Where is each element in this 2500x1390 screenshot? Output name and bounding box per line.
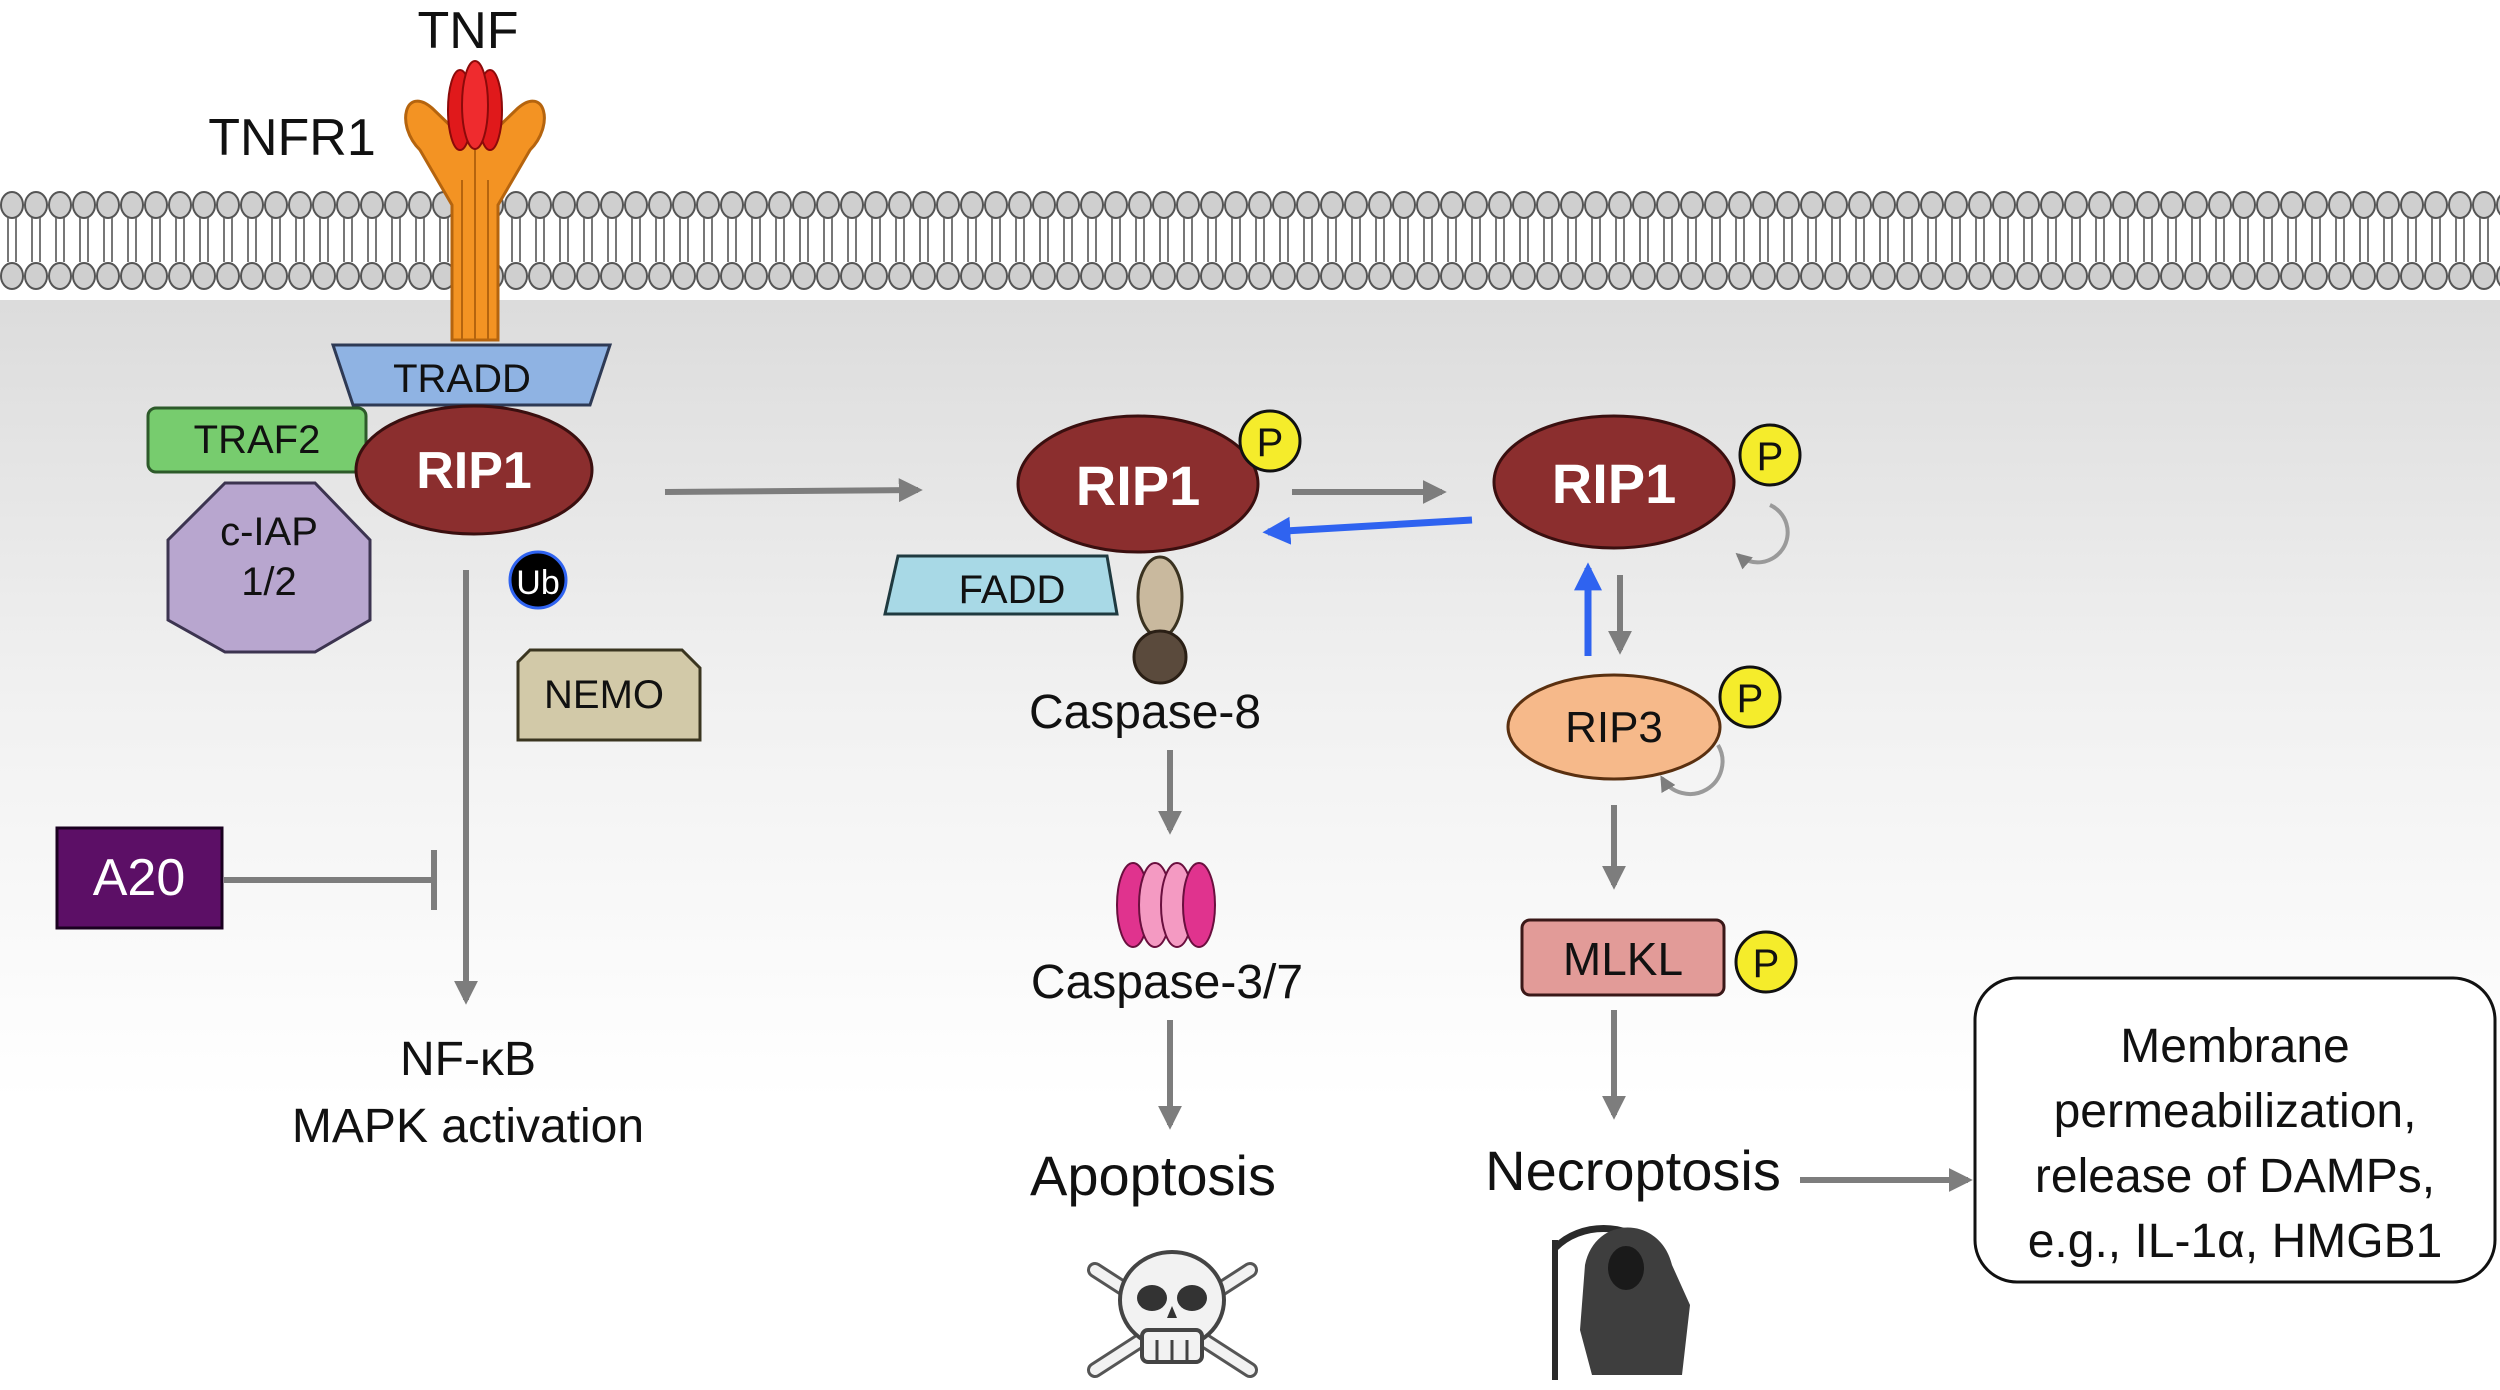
caspase37-label: Caspase-3/7 bbox=[1031, 956, 1303, 1009]
mapk-label: MAPK activation bbox=[292, 1100, 644, 1153]
svg-text:Membrane: Membrane bbox=[2120, 1020, 2349, 1073]
damps-result-box: Membrane permeabilization, release of DA… bbox=[1973, 976, 2497, 1284]
svg-text:MLKL: MLKL bbox=[1563, 933, 1683, 985]
rip1-complex1-node: RIP1 bbox=[354, 404, 594, 536]
svg-text:permeabilization,: permeabilization, bbox=[2054, 1085, 2417, 1138]
complex-transition-arrow bbox=[664, 478, 923, 503]
svg-text:TRAF2: TRAF2 bbox=[194, 418, 321, 462]
svg-text:RIP1: RIP1 bbox=[1552, 452, 1677, 515]
mlkl-phospho-badge: P bbox=[1734, 930, 1798, 994]
svg-text:A20: A20 bbox=[93, 849, 186, 907]
tradd-node: TRADD bbox=[330, 343, 613, 407]
rip3-autophosphorylation-arrow bbox=[1660, 743, 1725, 796]
a20-node: A20 bbox=[55, 826, 224, 930]
svg-text:e.g., IL-1α, HMGB1: e.g., IL-1α, HMGB1 bbox=[2028, 1215, 2443, 1268]
rip1-autophosphorylation-arrow bbox=[1735, 503, 1790, 570]
svg-text:P: P bbox=[1737, 677, 1764, 721]
svg-text:release of DAMPs,: release of DAMPs, bbox=[2035, 1150, 2435, 1203]
svg-text:RIP1: RIP1 bbox=[416, 442, 532, 500]
nemo-node: NEMO bbox=[516, 648, 702, 742]
mlkl-node: MLKL bbox=[1520, 918, 1726, 997]
rip1-feedback-arrow bbox=[1262, 516, 1473, 545]
tnf-label: TNF bbox=[417, 2, 518, 60]
svg-text:P: P bbox=[1757, 435, 1784, 479]
tnfr1-label: TNFR1 bbox=[208, 109, 376, 167]
a20-inhibition bbox=[224, 850, 437, 910]
svg-text:RIP3: RIP3 bbox=[1565, 703, 1663, 752]
nfkb-label: NF-κB bbox=[400, 1033, 536, 1086]
rip1-necrosome-node: RIP1 bbox=[1492, 414, 1736, 550]
apoptosis-label: Apoptosis bbox=[1030, 1144, 1276, 1207]
svg-text:NEMO: NEMO bbox=[544, 673, 664, 717]
rip1-phospho-badge: P bbox=[1738, 423, 1802, 487]
traf2-node: TRAF2 bbox=[146, 406, 368, 474]
caspase8-domains bbox=[1132, 555, 1188, 685]
skull-crossbones-icon bbox=[1087, 1250, 1258, 1378]
ciap-node: c-IAP 1/2 bbox=[166, 481, 372, 654]
rip3-node: RIP3 bbox=[1506, 673, 1722, 781]
tnf-ligand bbox=[447, 60, 503, 151]
svg-text:c-IAP: c-IAP bbox=[220, 510, 318, 554]
rip3-phospho-badge: P bbox=[1718, 665, 1782, 729]
grim-reaper-icon bbox=[1552, 1225, 1690, 1380]
svg-text:TRADD: TRADD bbox=[393, 357, 531, 401]
rip1-complex2-node: RIP1 bbox=[1016, 414, 1260, 554]
svg-text:Ub: Ub bbox=[516, 564, 559, 602]
necroptosis-label: Necroptosis bbox=[1485, 1139, 1781, 1202]
svg-text:P: P bbox=[1753, 942, 1780, 986]
caspase8-label: Caspase-8 bbox=[1029, 686, 1261, 739]
svg-text:FADD: FADD bbox=[959, 568, 1066, 612]
svg-text:RIP1: RIP1 bbox=[1076, 454, 1201, 517]
plasma-membrane bbox=[0, 180, 2500, 300]
ubiquitin-node: Ub bbox=[508, 550, 568, 610]
phospho-badge: P bbox=[1238, 409, 1302, 473]
caspase37-oligomer bbox=[1116, 862, 1216, 948]
fadd-node: FADD bbox=[883, 554, 1119, 616]
svg-text:P: P bbox=[1257, 421, 1284, 465]
svg-text:1/2: 1/2 bbox=[241, 560, 297, 604]
tnfr1-receptor bbox=[404, 99, 546, 342]
